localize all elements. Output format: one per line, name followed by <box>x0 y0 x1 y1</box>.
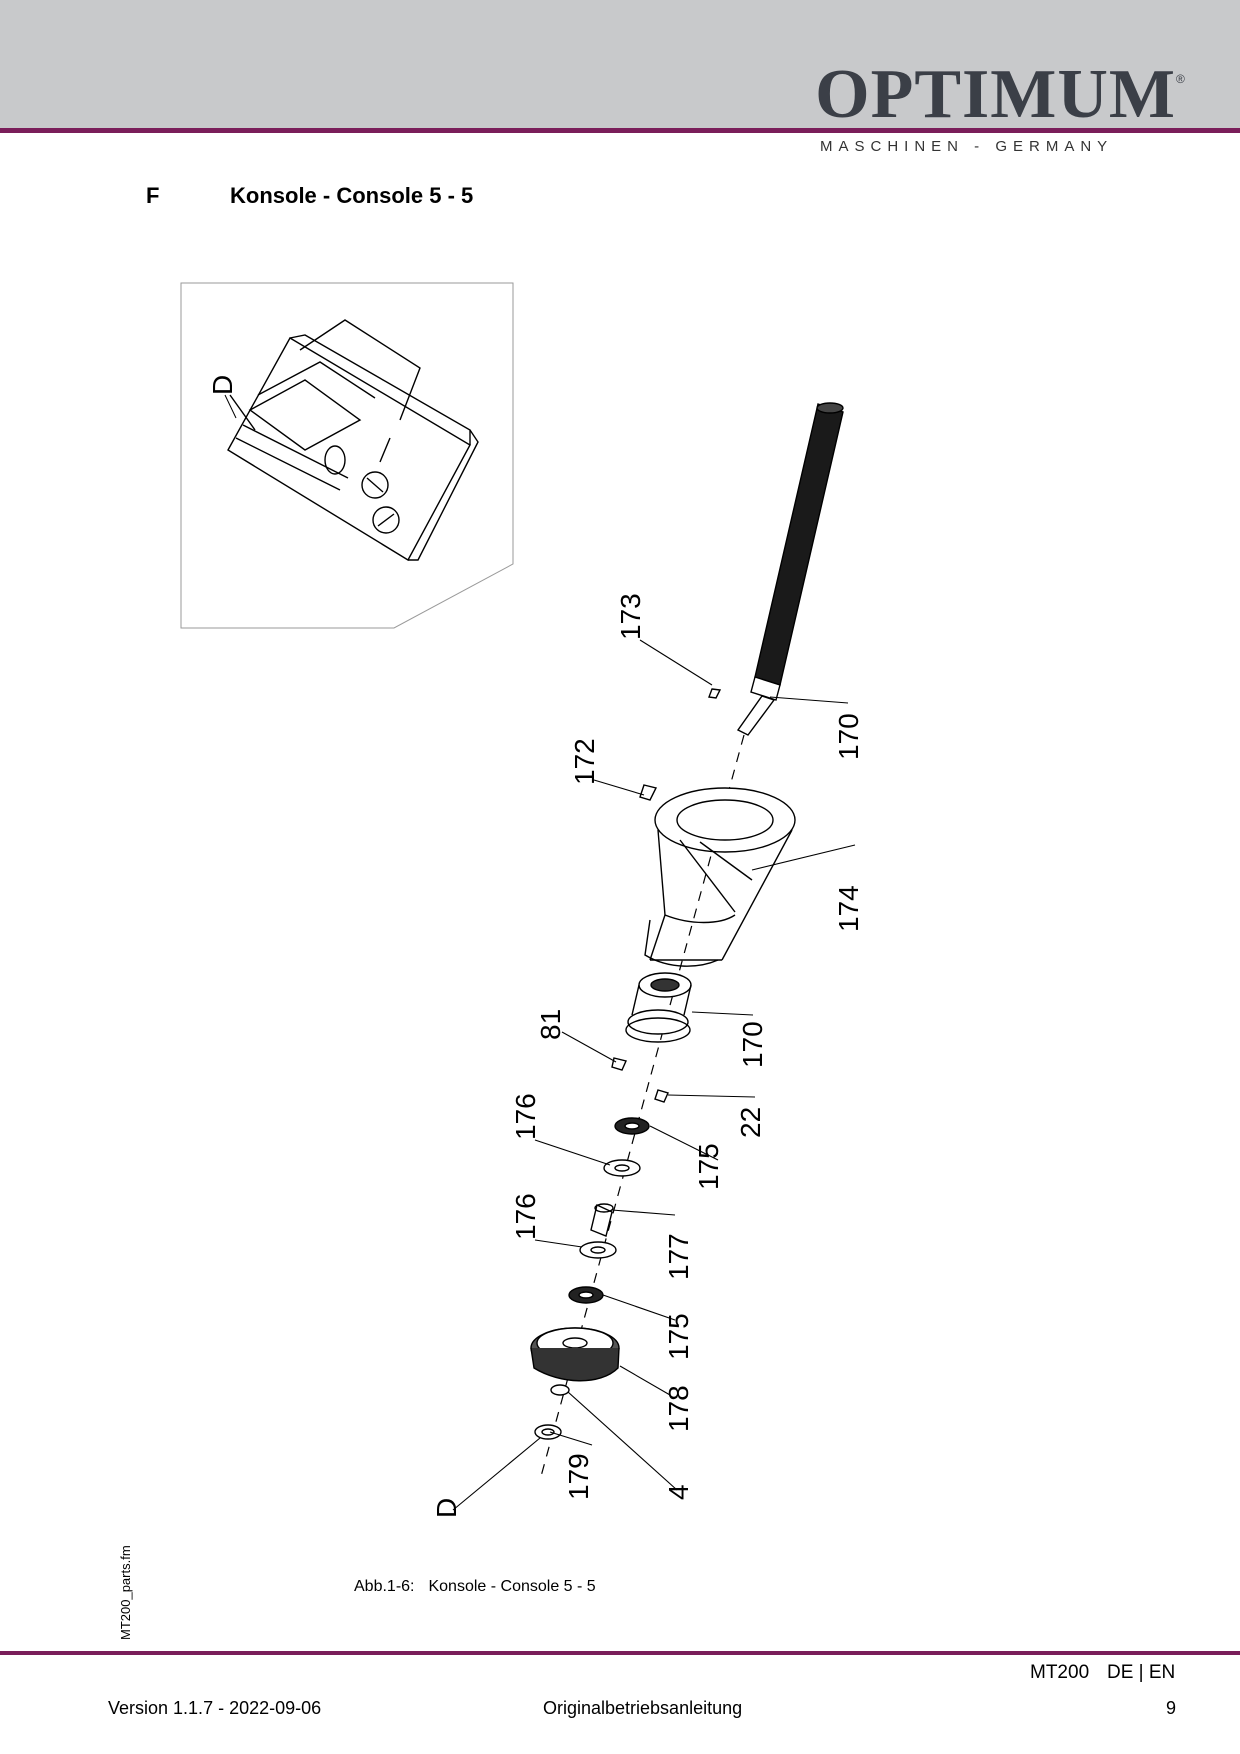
caption-text: Konsole - Console 5 - 5 <box>428 1578 596 1595</box>
bevel-gear-178 <box>530 1327 620 1382</box>
shaft-170 <box>736 402 844 736</box>
brand-name: OPTIMUM <box>815 56 1176 133</box>
label-4: 4 <box>663 1484 694 1500</box>
flange-part <box>625 972 692 1043</box>
version-info: Version 1.1.7 - 2022-09-06 <box>108 1698 322 1718</box>
label-175-upper: 175 <box>693 1143 724 1190</box>
assembly-axis <box>539 734 745 1481</box>
label-170-lower: 170 <box>737 1021 768 1068</box>
console-block-sketch <box>227 319 479 561</box>
language-codes: DE | EN <box>1107 1662 1176 1683</box>
label-174: 174 <box>833 885 864 932</box>
label-178: 178 <box>663 1385 694 1432</box>
key-4 <box>550 1384 570 1396</box>
housing-174 <box>644 787 796 967</box>
brand-logo: OPTIMUM® <box>800 60 1200 130</box>
label-175-lower: 175 <box>663 1313 694 1360</box>
label-81: 81 <box>535 1009 566 1040</box>
label-179: 179 <box>563 1453 594 1500</box>
section-letter: F <box>146 183 160 208</box>
header-rule <box>0 128 1240 133</box>
caption-number: Abb.1-6: <box>354 1578 415 1595</box>
section-title: Konsole - Console 5 - 5 <box>230 183 474 208</box>
detail-inset-frame <box>180 282 514 629</box>
label-177: 177 <box>663 1233 694 1280</box>
inset-label-d: D <box>207 375 238 395</box>
model-name: MT200 <box>1030 1662 1090 1683</box>
source-file-note: MT200_parts.fm <box>118 1545 133 1640</box>
document-type: Originalbetriebsanleitung <box>543 1698 743 1718</box>
label-176-lower: 176 <box>510 1193 541 1240</box>
label-22: 22 <box>735 1107 766 1138</box>
label-176-upper: 176 <box>510 1093 541 1140</box>
exploded-parts-diagram: D 173 170 172 174 81 170 22 176 175 176 … <box>180 282 864 1518</box>
brand-tagline: MASCHINEN - GERMANY <box>820 138 1114 155</box>
stacked-bearings-washers <box>568 1117 650 1304</box>
page-number: 9 <box>1166 1698 1177 1718</box>
label-d: D <box>431 1498 462 1518</box>
figure-caption: Abb.1-6: Konsole - Console 5 - 5 <box>354 1578 610 1596</box>
leader-lines <box>452 639 856 1511</box>
header-band <box>0 0 1240 128</box>
label-170-upper: 170 <box>833 713 864 760</box>
label-172: 172 <box>569 738 600 785</box>
small-screws <box>611 688 722 1103</box>
nut-179 <box>534 1424 562 1440</box>
label-173: 173 <box>615 593 646 640</box>
registered-mark: ® <box>1175 72 1185 86</box>
footer-rule <box>0 1651 1240 1655</box>
